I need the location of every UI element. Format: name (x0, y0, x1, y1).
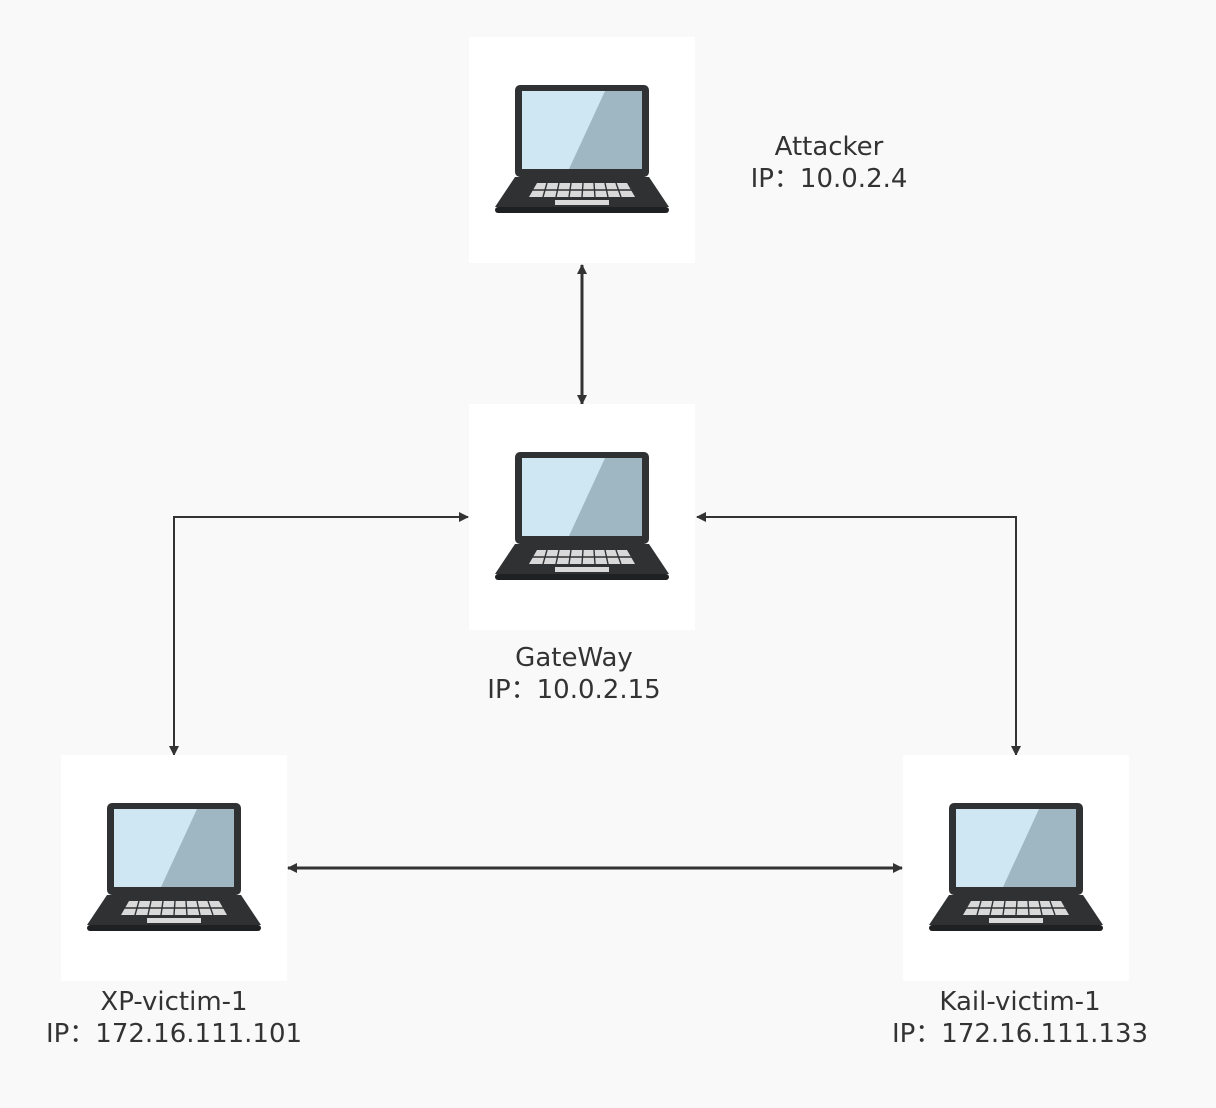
kali-victim-name: Kail-victim-1 (939, 987, 1101, 1017)
laptop-icon (495, 85, 669, 213)
kali-victim-ip: IP：172.16.111.133 (891, 1019, 1149, 1049)
gateway-name: GateWay (515, 643, 633, 673)
node-xp-victim[interactable] (61, 755, 287, 981)
attacker-ip: IP：10.0.2.4 (750, 164, 908, 194)
gateway-label: GateWay IP：10.0.2.15 (458, 642, 690, 706)
xp-victim-name: XP-victim-1 (100, 987, 248, 1017)
link-gateway-kali-victim (696, 512, 1021, 756)
node-kali-victim[interactable] (903, 755, 1129, 981)
attacker-name: Attacker (774, 132, 884, 162)
xp-victim-label: XP-victim-1 IP：172.16.111.101 (34, 986, 314, 1050)
laptop-icon (87, 803, 261, 931)
link-gateway-xp-victim (169, 512, 469, 756)
laptop-icon (495, 452, 669, 580)
node-attacker[interactable] (469, 37, 695, 263)
attacker-label: Attacker IP：10.0.2.4 (729, 131, 929, 195)
node-gateway[interactable] (469, 404, 695, 630)
xp-victim-ip: IP：172.16.111.101 (45, 1019, 303, 1049)
gateway-ip: IP：10.0.2.15 (487, 675, 661, 705)
laptop-icon (929, 803, 1103, 931)
kali-victim-label: Kail-victim-1 IP：172.16.111.133 (876, 986, 1164, 1050)
